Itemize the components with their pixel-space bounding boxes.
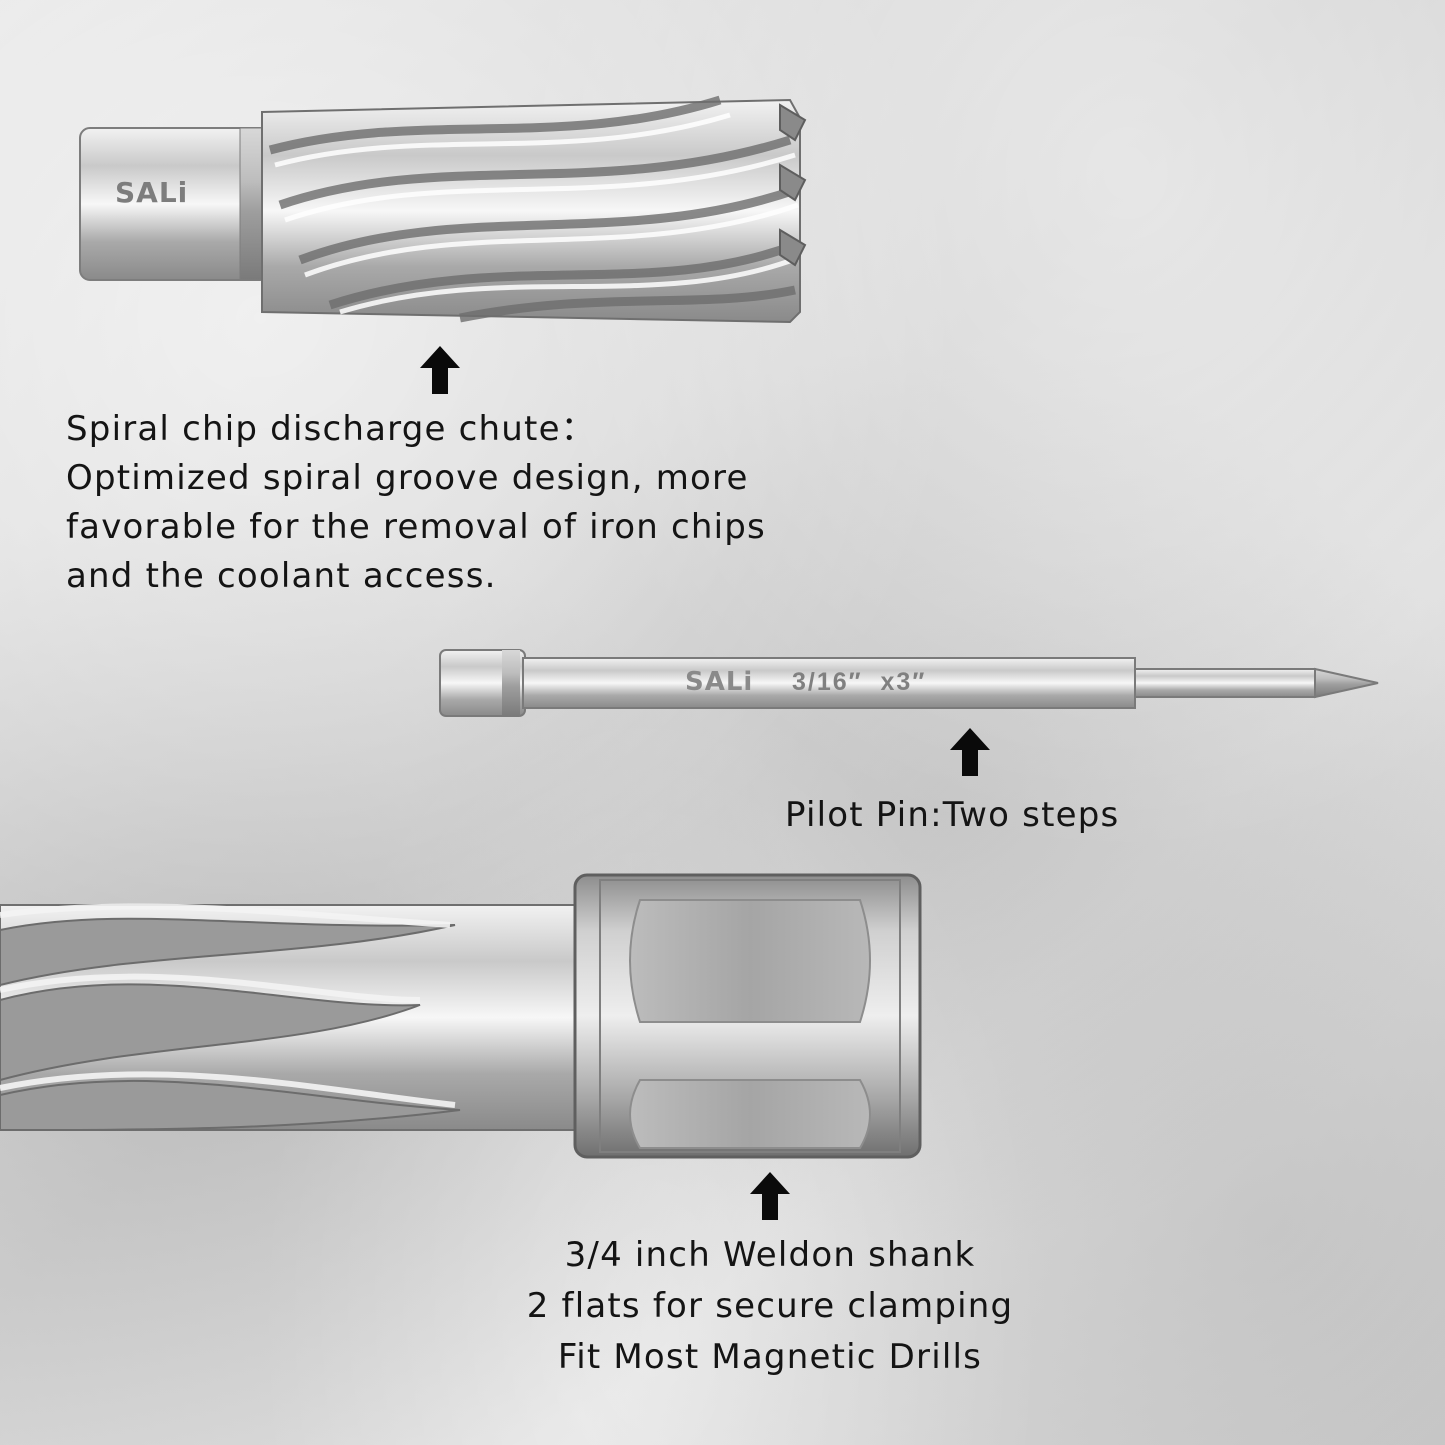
weldon-shank-image — [0, 873, 922, 1159]
caption-line: and the coolant access. — [66, 556, 497, 596]
cutter-brand-logo: SALi — [115, 176, 189, 209]
weldon-shank-caption: 3/4 inch Weldon shank 2 flats for secure… — [500, 1230, 1040, 1383]
caption-line: Optimized spiral groove design, more — [66, 458, 749, 498]
caption-line: favorable for the removal of iron chips — [66, 507, 766, 547]
caption-line: 2 flats for secure clamping — [526, 1286, 1014, 1326]
pin-brand-logo: SALi — [685, 667, 754, 697]
up-arrow-icon — [420, 346, 460, 394]
caption-line: Pilot Pin:Two steps — [785, 795, 1120, 835]
up-arrow-icon — [750, 1172, 790, 1220]
spiral-chute-caption: Spiral chip discharge chute： Optimized s… — [66, 405, 766, 601]
pin-size-marking: 3/16″ x3″ — [792, 668, 927, 696]
up-arrow-icon — [950, 728, 990, 776]
pilot-pin-image — [439, 649, 1379, 717]
caption-line: 3/4 inch Weldon shank — [564, 1235, 976, 1275]
caption-line: Spiral chip discharge chute： — [66, 409, 596, 449]
annular-cutter-image — [79, 95, 807, 324]
pilot-pin-caption: Pilot Pin:Two steps — [785, 793, 1119, 837]
caption-line: Fit Most Magnetic Drills — [557, 1337, 983, 1377]
